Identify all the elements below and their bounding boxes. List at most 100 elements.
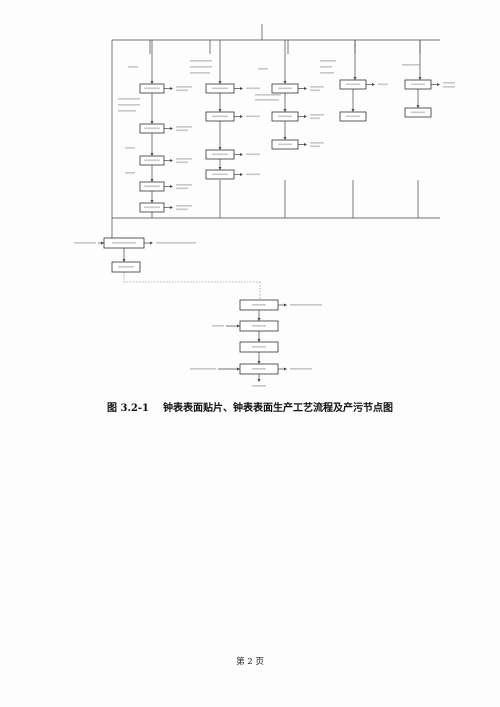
illegible-annotation (118, 104, 140, 106)
illegible-annotation (176, 86, 192, 88)
arrowhead (101, 241, 104, 245)
arrowhead (240, 153, 243, 156)
illegible-annotation (156, 242, 196, 244)
arrowhead (218, 147, 222, 150)
illegible-annotation (176, 208, 188, 211)
arrowhead (353, 77, 357, 80)
arrowhead (218, 81, 222, 84)
arrowhead (150, 81, 154, 84)
illegible-annotation (144, 159, 160, 162)
arrowhead (218, 167, 222, 170)
arrowhead (351, 109, 355, 112)
arrowhead (170, 185, 173, 188)
illegible-annotation (144, 87, 160, 90)
arrowhead (257, 361, 261, 364)
illegible-annotation (212, 153, 228, 156)
illegible-annotation (252, 385, 266, 387)
illegible-annotation (144, 127, 160, 130)
illegible-annotation (118, 110, 136, 112)
illegible-annotation (74, 242, 96, 244)
arrowhead (372, 83, 375, 86)
illegible-annotation (402, 64, 420, 66)
illegible-annotation (252, 304, 266, 306)
illegible-annotation (246, 115, 260, 118)
illegible-annotation (252, 325, 266, 327)
illegible-annotation (255, 99, 279, 101)
illegible-annotation (320, 66, 332, 68)
arrowhead (170, 87, 173, 90)
arrowhead (437, 83, 440, 86)
illegible-annotation (190, 72, 210, 74)
illegible-annotation (252, 368, 266, 370)
arrowhead (257, 318, 261, 321)
illegible-annotation (258, 68, 268, 70)
arrowhead (150, 179, 154, 182)
arrowhead (418, 77, 422, 80)
arrowhead (170, 159, 173, 162)
illegible-annotation (176, 184, 192, 186)
illegible-annotation (246, 153, 260, 156)
illegible-annotation (190, 60, 212, 62)
illegible-annotation (346, 115, 360, 118)
illegible-annotation (346, 83, 360, 86)
illegible-annotation (176, 161, 188, 164)
illegible-annotation (125, 172, 135, 174)
illegible-annotation (176, 187, 188, 190)
arrowhead (283, 137, 287, 140)
arrowhead (240, 173, 243, 176)
illegible-annotation (212, 173, 228, 176)
illegible-annotation (278, 143, 292, 146)
arrowhead (304, 87, 307, 90)
arrowhead (237, 324, 240, 328)
illegible-annotation (310, 86, 324, 88)
illegible-annotation (411, 83, 425, 86)
illegible-annotation (411, 111, 425, 114)
illegible-annotation (278, 87, 292, 90)
arrowhead (240, 115, 243, 118)
figure-caption: 图 3.2-1 钟表表面贴片、钟表表面生产工艺流程及产污节点图 (0, 399, 500, 414)
illegible-annotation (118, 266, 134, 268)
illegible-annotation (212, 325, 224, 327)
arrowhead (237, 367, 240, 371)
illegible-annotation (128, 66, 138, 68)
illegible-annotation (443, 86, 455, 88)
illegible-annotation (176, 205, 192, 207)
illegible-annotation (176, 129, 188, 132)
illegible-annotation (320, 60, 336, 62)
arrowhead (304, 115, 307, 118)
arrowhead (416, 105, 420, 108)
arrowhead (170, 206, 173, 209)
page-number: 第 2 页 (236, 657, 264, 667)
figure-number: 图 3.2-1 (107, 403, 149, 414)
illegible-annotation (212, 87, 228, 90)
illegible-annotation (252, 346, 266, 348)
arrowhead (150, 153, 154, 156)
illegible-annotation (176, 158, 192, 160)
arrowhead (170, 127, 173, 130)
illegible-annotation (310, 89, 320, 92)
figure-title: 钟表表面贴片、钟表表面生产工艺流程及产污节点图 (163, 403, 393, 414)
illegible-annotation (443, 82, 455, 84)
arrowhead (240, 87, 243, 90)
illegible-annotation (290, 368, 312, 370)
illegible-annotation (190, 368, 216, 370)
illegible-annotation (112, 242, 136, 244)
illegible-annotation (378, 83, 388, 86)
arrowhead (257, 339, 261, 342)
arrowhead (304, 143, 307, 146)
illegible-annotation (212, 115, 228, 118)
illegible-annotation (255, 94, 281, 96)
illegible-annotation (190, 66, 212, 68)
illegible-annotation (278, 115, 292, 118)
arrowhead (150, 241, 153, 245)
illegible-annotation (310, 114, 324, 116)
illegible-annotation (246, 173, 260, 176)
illegible-annotation (310, 142, 324, 144)
illegible-annotation (125, 147, 135, 149)
illegible-annotation (246, 87, 260, 90)
arrowhead (122, 259, 126, 262)
illegible-annotation (118, 98, 140, 100)
illegible-annotation (290, 304, 322, 306)
illegible-annotation (310, 145, 320, 148)
